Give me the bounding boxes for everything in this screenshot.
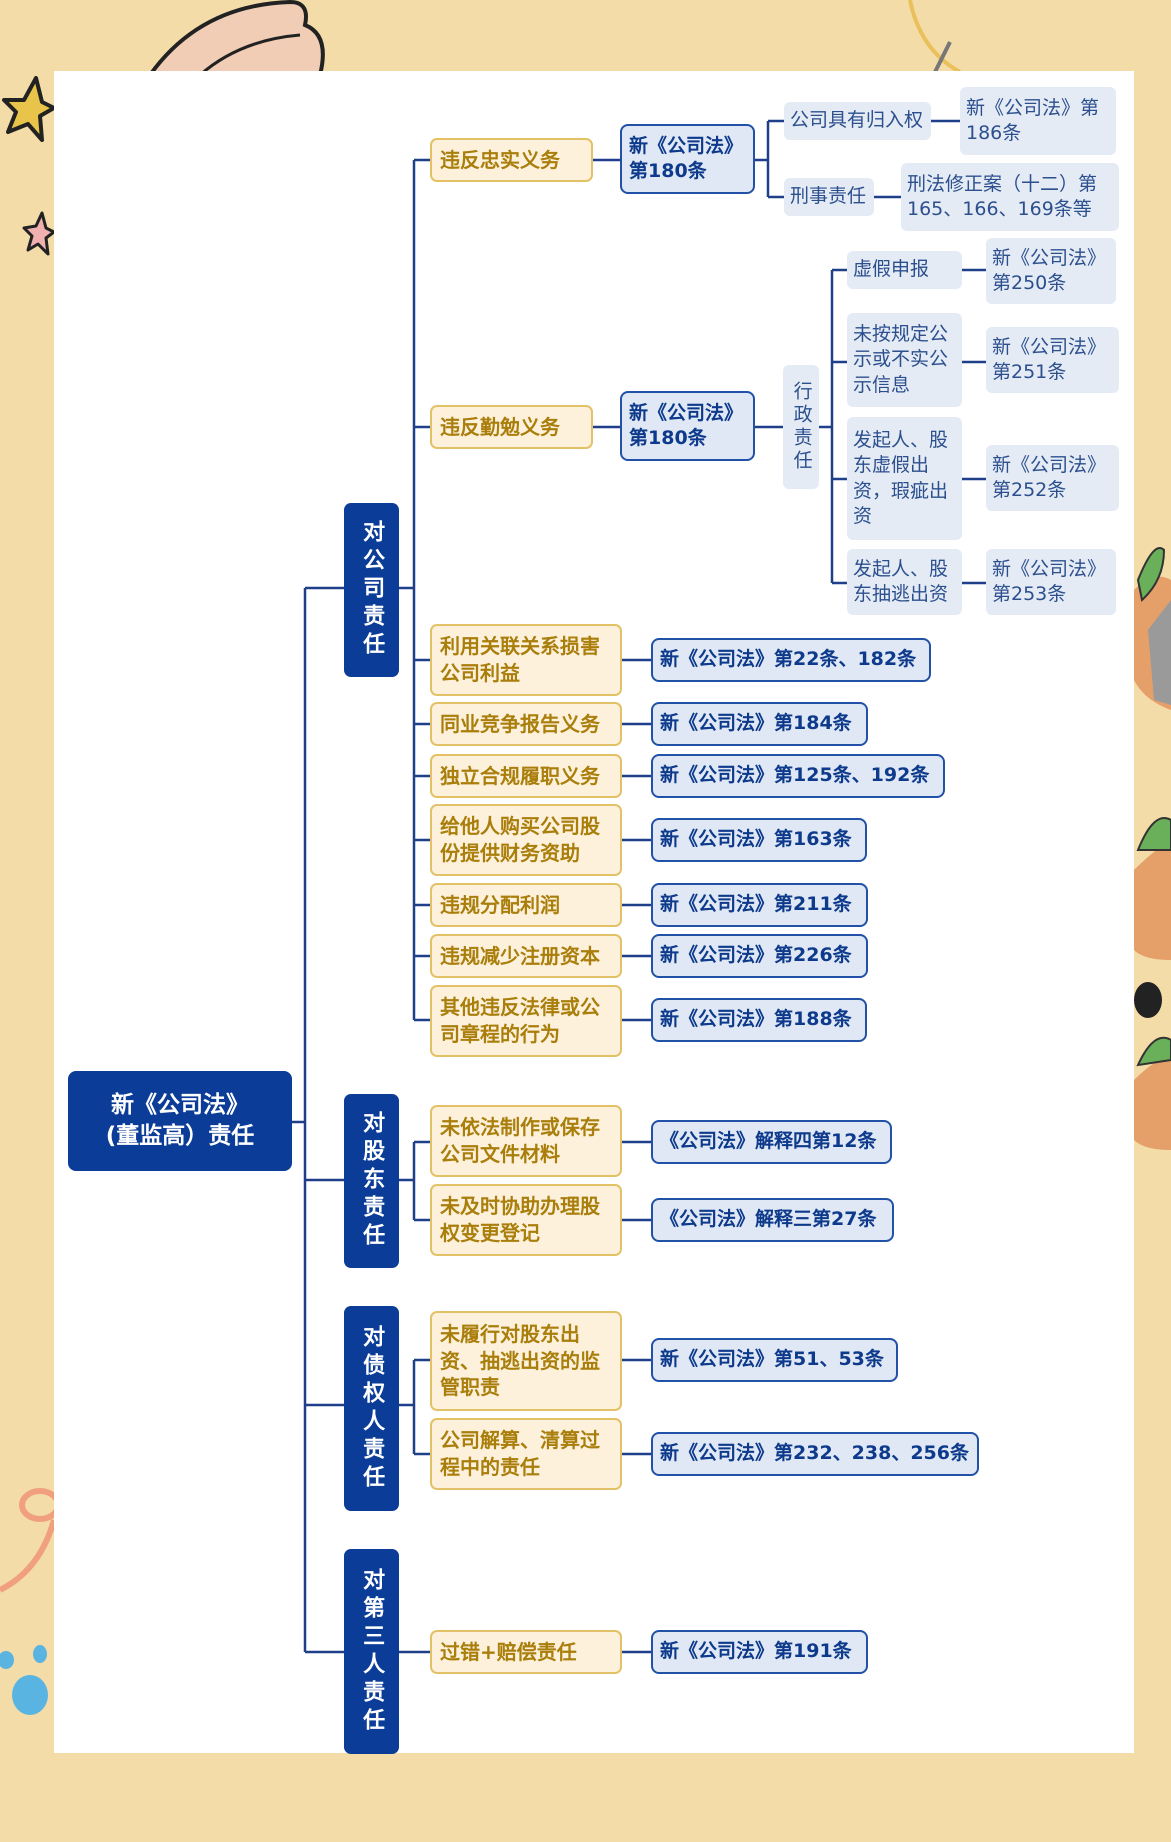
duty-fault-compensation[interactable]: 过错+赔偿责任: [430, 1630, 622, 1674]
duty-company-documents[interactable]: 未依法制作或保存公司文件材料: [430, 1105, 622, 1177]
law-financial-assistance[interactable]: 新《公司法》第163条: [651, 818, 867, 862]
category-shareholders[interactable]: 对股东责任: [344, 1094, 399, 1268]
law-equity-registration[interactable]: 《公司法》解释三第27条: [651, 1198, 894, 1242]
duty-profit-distribution[interactable]: 违规分配利润: [430, 883, 622, 927]
duty-equity-registration[interactable]: 未及时协助办理股权变更登记: [430, 1184, 622, 1256]
root-node[interactable]: 新《公司法》 (董监高）责任: [68, 1071, 292, 1171]
sub-law-false-report[interactable]: 新《公司法》第250条: [986, 238, 1116, 304]
law-other-violations[interactable]: 新《公司法》第188条: [651, 998, 867, 1042]
category-company[interactable]: 对公司责任: [344, 503, 399, 677]
category-third-party[interactable]: 对第三人责任: [344, 1549, 399, 1754]
law-loyalty[interactable]: 新《公司法》第180条: [620, 124, 755, 194]
duty-liquidation[interactable]: 公司解算、清算过程中的责任: [430, 1418, 622, 1490]
law-profit-distribution[interactable]: 新《公司法》第211条: [651, 883, 868, 927]
duty-capital-reduction[interactable]: 违规减少注册资本: [430, 934, 622, 978]
law-contribution-supervision[interactable]: 新《公司法》第51、53条: [651, 1338, 898, 1382]
sub-criminal[interactable]: 刑事责任: [784, 178, 874, 216]
sub-law-criminal[interactable]: 刑法修正案（十二）第165、166、169条等: [901, 163, 1119, 231]
blue-paw-decoration: [0, 1645, 48, 1715]
law-compliance[interactable]: 新《公司法》第125条、192条: [651, 754, 945, 798]
law-fault-compensation[interactable]: 新《公司法》第191条: [651, 1630, 868, 1674]
sub-law-false-contribution[interactable]: 新《公司法》第252条: [986, 445, 1119, 511]
duty-compliance[interactable]: 独立合规履职义务: [430, 754, 622, 798]
star-pink-icon: [22, 211, 54, 256]
law-diligence[interactable]: 新《公司法》第180条: [620, 391, 755, 461]
duty-loyalty[interactable]: 违反忠实义务: [430, 138, 593, 182]
sub-false-report[interactable]: 虚假申报: [847, 251, 962, 289]
carrot-side-decoration: [1134, 547, 1171, 1150]
law-competition[interactable]: 新《公司法》第184条: [651, 702, 868, 746]
duty-competition[interactable]: 同业竞争报告义务: [430, 702, 622, 746]
star-yellow-icon: [2, 76, 54, 142]
sub-law-disgorgement[interactable]: 新《公司法》第186条: [960, 87, 1116, 155]
sub-law-disclosure[interactable]: 新《公司法》第251条: [986, 327, 1119, 393]
sub-disclosure[interactable]: 未按规定公示或不实公示信息: [847, 313, 962, 407]
branch-administrative[interactable]: 行政责任: [783, 365, 819, 489]
sub-false-contribution[interactable]: 发起人、股东虚假出资，瑕疵出资: [847, 417, 962, 540]
law-liquidation[interactable]: 新《公司法》第232、238、256条: [651, 1432, 979, 1476]
law-related-party[interactable]: 新《公司法》第22条、182条: [651, 638, 931, 682]
root-title-line2: (董监高）责任: [105, 1123, 255, 1149]
duty-other-violations[interactable]: 其他违反法律或公司章程的行为: [430, 985, 622, 1057]
category-creditors[interactable]: 对债权人责任: [344, 1306, 399, 1511]
duty-related-party[interactable]: 利用关联关系损害公司利益: [430, 624, 622, 696]
root-title-line1: 新《公司法》: [111, 1092, 249, 1119]
law-company-documents[interactable]: 《公司法》解释四第12条: [651, 1120, 892, 1164]
cartoon-ear-decoration: [147, 0, 325, 75]
duty-financial-assistance[interactable]: 给他人购买公司股份提供财务资助: [430, 804, 622, 876]
sub-law-withdrawal[interactable]: 新《公司法》第253条: [986, 549, 1116, 615]
sub-disgorgement[interactable]: 公司具有归入权: [784, 102, 931, 140]
duty-diligence[interactable]: 违反勤勉义务: [430, 405, 593, 449]
sub-withdrawal[interactable]: 发起人、股东抽逃出资: [847, 549, 962, 615]
pink-swirl-decoration: [0, 1488, 54, 1593]
law-capital-reduction[interactable]: 新《公司法》第226条: [651, 934, 868, 978]
curve-line-decoration: [908, 0, 961, 72]
duty-contribution-supervision[interactable]: 未履行对股东出资、抽逃出资的监管职责: [430, 1311, 622, 1411]
